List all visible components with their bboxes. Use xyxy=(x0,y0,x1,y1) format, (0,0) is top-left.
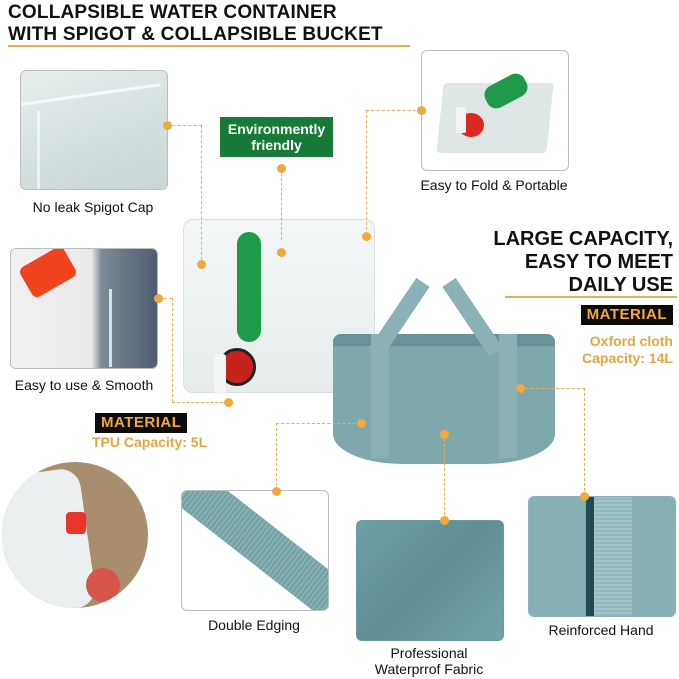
material-value: Oxford cloth xyxy=(589,333,673,349)
callout-dot xyxy=(277,164,286,173)
bucket-divider xyxy=(505,296,677,298)
spigot xyxy=(214,354,226,394)
callout-line xyxy=(201,125,202,265)
container-material-value: TPU Capacity: 5L xyxy=(92,434,208,450)
callout-dot xyxy=(440,516,449,525)
bucket-material-label: MATERIAL xyxy=(580,305,673,325)
easy-fold-image xyxy=(421,50,569,171)
no-leak-image xyxy=(20,70,168,190)
callout-line xyxy=(281,168,282,240)
container-handle xyxy=(237,232,261,342)
easy-fold-caption: Easy to Fold & Portable xyxy=(420,177,568,193)
callout-dot xyxy=(163,121,172,130)
headline-line-3: DAILY USE xyxy=(568,274,673,296)
capacity-value: Capacity: 14L xyxy=(581,350,673,366)
callout-line xyxy=(172,402,228,403)
callout-line xyxy=(276,423,277,491)
container-material-label: MATERIAL xyxy=(95,413,188,433)
callout-dot xyxy=(224,398,233,407)
page-title: COLLAPSIBLE WATER CONTAINER WITH SPIGOT … xyxy=(8,2,383,46)
callout-line xyxy=(366,110,367,235)
callout-dot xyxy=(580,492,589,501)
fabric-line-2: Waterprrof Fabric xyxy=(374,661,484,677)
callout-dot xyxy=(154,294,163,303)
callout-dot xyxy=(417,106,426,115)
double-edging-caption: Double Edging xyxy=(208,617,300,633)
fabric-caption: Professional Waterprrof Fabric xyxy=(356,645,502,677)
easy-use-image xyxy=(10,248,158,369)
callout-line xyxy=(172,298,173,402)
double-edging-image xyxy=(181,490,329,611)
callout-line xyxy=(276,423,361,424)
reinforced-hand-caption: Reinforced Hand xyxy=(548,622,654,638)
eco-friendly-badge: Environmently friendly xyxy=(220,117,333,157)
eco-line-1: Environmently xyxy=(227,121,326,137)
callout-line xyxy=(158,298,172,299)
headline-line-1: LARGE CAPACITY, xyxy=(493,228,673,250)
waterproof-fabric-image xyxy=(356,520,504,641)
title-line-2: WITH SPIGOT & COLLAPSIBLE BUCKET xyxy=(8,24,383,45)
callout-line xyxy=(520,388,585,389)
title-divider xyxy=(8,45,410,47)
reinforced-hand-image xyxy=(528,496,676,617)
callout-dot xyxy=(197,260,206,269)
callout-dot xyxy=(362,232,371,241)
bucket-material-value: Oxford cloth Capacity: 14L xyxy=(582,333,673,367)
no-leak-caption: No leak Spigot Cap xyxy=(32,199,154,215)
callout-line xyxy=(366,110,421,111)
callout-dot xyxy=(440,430,449,439)
callout-line xyxy=(584,388,585,496)
headline-line-2: EASY TO MEET xyxy=(524,251,673,273)
callout-line xyxy=(444,434,445,520)
bucket-headline: LARGE CAPACITY, EASY TO MEET DAILY USE xyxy=(493,228,673,297)
callout-dot xyxy=(357,419,366,428)
fabric-line-1: Professional xyxy=(390,645,468,661)
callout-dot xyxy=(516,384,525,393)
callout-line xyxy=(167,125,202,126)
eco-line-2: friendly xyxy=(251,137,302,153)
usage-photo xyxy=(2,462,148,608)
callout-dot xyxy=(277,248,286,257)
easy-use-caption: Easy to use & Smooth xyxy=(14,377,154,393)
callout-dot xyxy=(272,487,281,496)
title-line-1: COLLAPSIBLE WATER CONTAINER xyxy=(8,2,337,23)
